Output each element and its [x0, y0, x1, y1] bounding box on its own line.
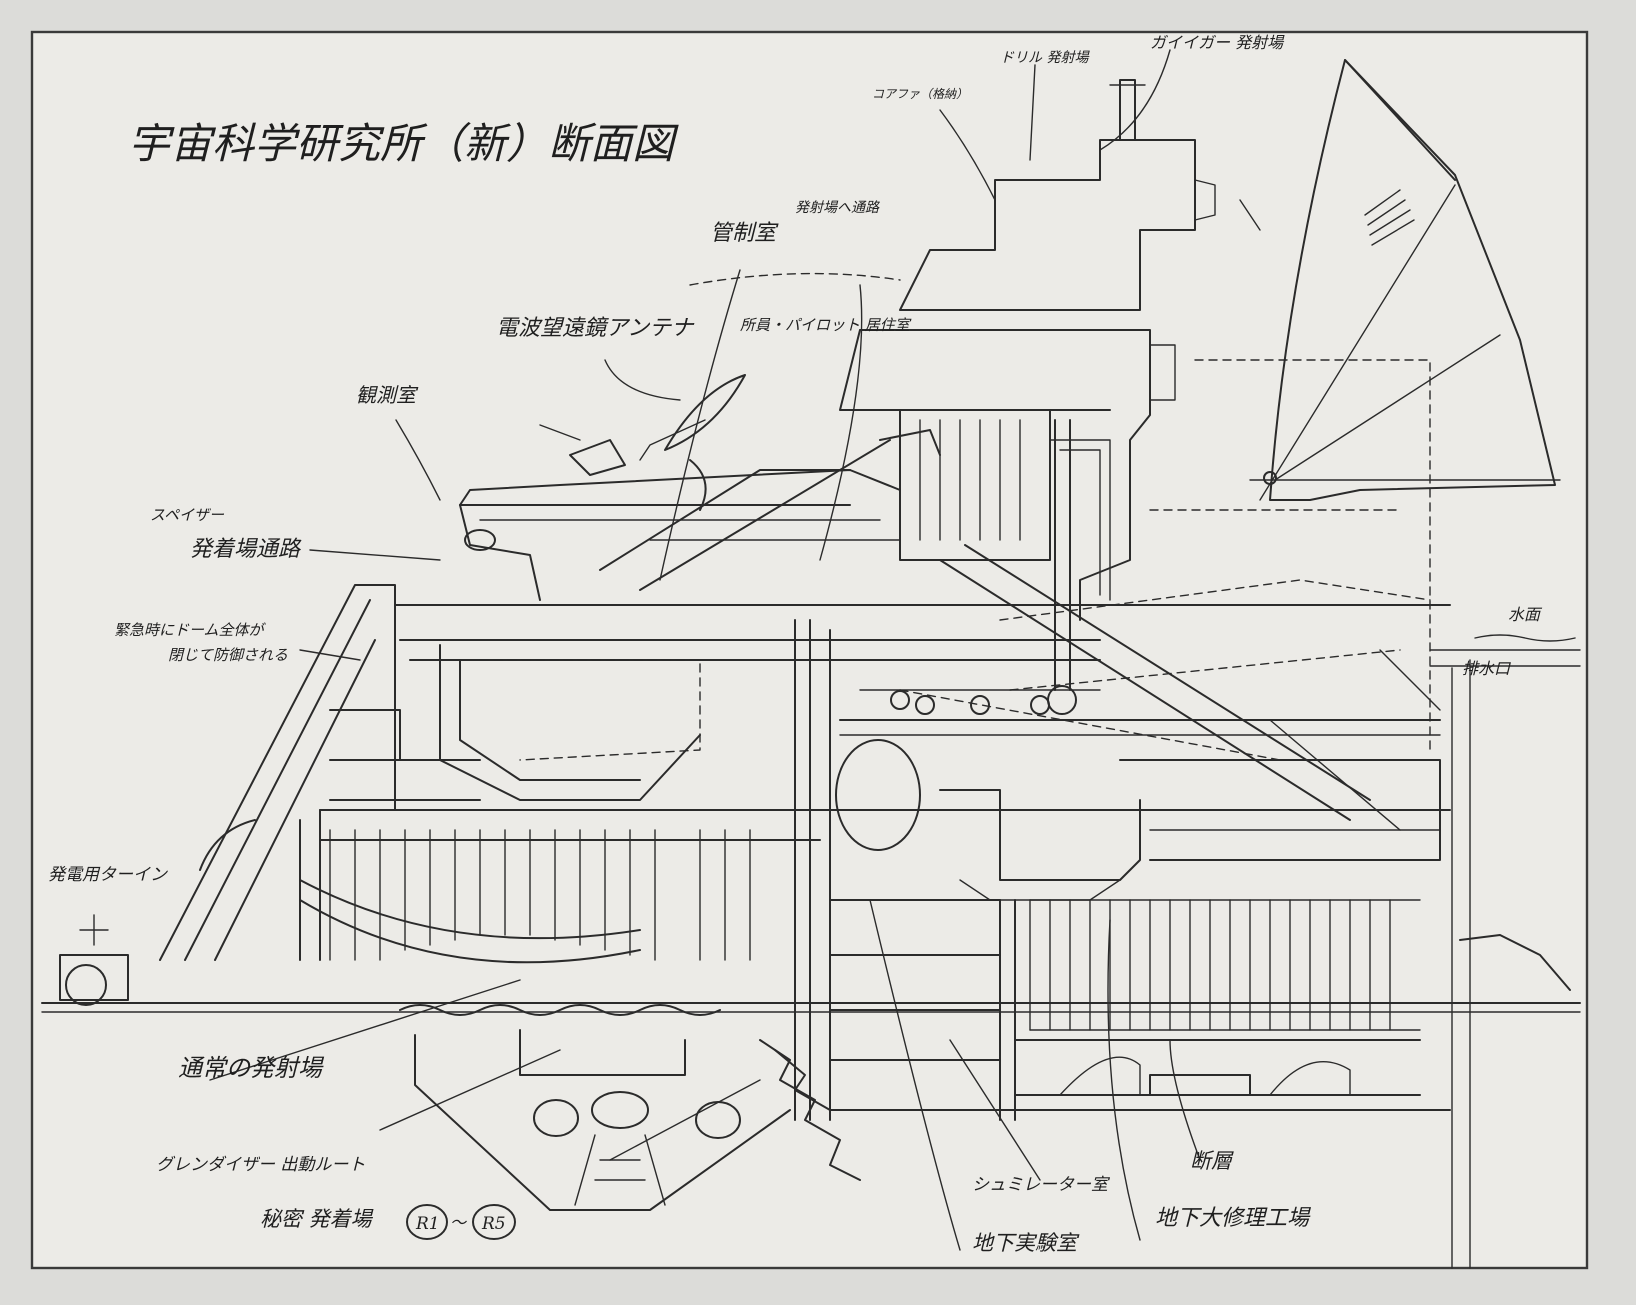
- label-radio-telescope: 電波望遠鏡アンテナ: [496, 316, 695, 341]
- label-water-intake: 排水口: [1462, 659, 1511, 678]
- label-secret-base: 秘密 発着場: [260, 1207, 374, 1231]
- label-control-memo: 所員・パイロット 居住室: [740, 316, 912, 334]
- machine-floor: [835, 689, 1441, 901]
- annotation-labels: ガイイガー 発射場 ドリル 発射場 コアファ（格納） 管制室 発射場へ通路 電波…: [48, 33, 1543, 1255]
- large-sail-antenna: [1249, 59, 1561, 501]
- label-control-room: 管制室: [710, 221, 779, 246]
- label-spaceguider-a: スペイザー: [150, 506, 225, 524]
- label-grendizer-path: グレンダイザー 出動ルート: [156, 1155, 365, 1175]
- observatory-wing: [459, 429, 941, 601]
- label-service-carrier: 発電用ターイン: [48, 865, 168, 885]
- rock-crack: [759, 1039, 861, 1181]
- underground-bunker: [399, 1004, 791, 1211]
- label-observatory: 観測室: [356, 383, 419, 407]
- label-normal-launch: 通常の発射場: [178, 1054, 325, 1082]
- range-tilde: 〜: [450, 1213, 468, 1232]
- launch-pipe: [1047, 419, 1077, 715]
- marker-r1: R1: [406, 1204, 448, 1240]
- radio-telescope-dish: [539, 374, 746, 511]
- label-emergency-a: 緊急時にドーム全体が: [114, 621, 267, 639]
- label-spaceguider-b: 発着場通路: [190, 537, 302, 562]
- label-underground-lab: 地下実験室: [972, 1231, 1080, 1255]
- leader-lines: [209, 49, 1441, 1251]
- label-top-right-3: コアファ（格納）: [872, 87, 968, 101]
- label-r1: R1: [415, 1214, 440, 1234]
- label-emergency-b: 閉じて防御される: [168, 646, 288, 664]
- label-top-right-2: ドリル 発射場: [1000, 50, 1090, 66]
- control-tower: [839, 79, 1216, 621]
- label-simulator: シュミレーター室: [972, 1175, 1111, 1195]
- lower-hall-hatching: [299, 829, 751, 964]
- underground-hangar: [1029, 899, 1421, 1096]
- generator-machine: [59, 914, 129, 1006]
- label-underground-factory: 地下大修理工場: [1155, 1206, 1312, 1231]
- label-top-right-1: ガイイガー 発射場: [1150, 33, 1285, 52]
- label-r5: R5: [481, 1214, 506, 1234]
- marker-r5: R5: [472, 1204, 516, 1240]
- label-breaker: 断層: [1190, 1149, 1234, 1173]
- drawing-title: 宇宙科学研究所（新）断面図: [128, 119, 679, 168]
- diagonal-tunnel: [939, 544, 1371, 821]
- sea-level: [1429, 634, 1581, 1269]
- label-launch-cutout: 発射場へ通路: [795, 200, 880, 216]
- label-sea-surface: 水面: [1508, 605, 1543, 624]
